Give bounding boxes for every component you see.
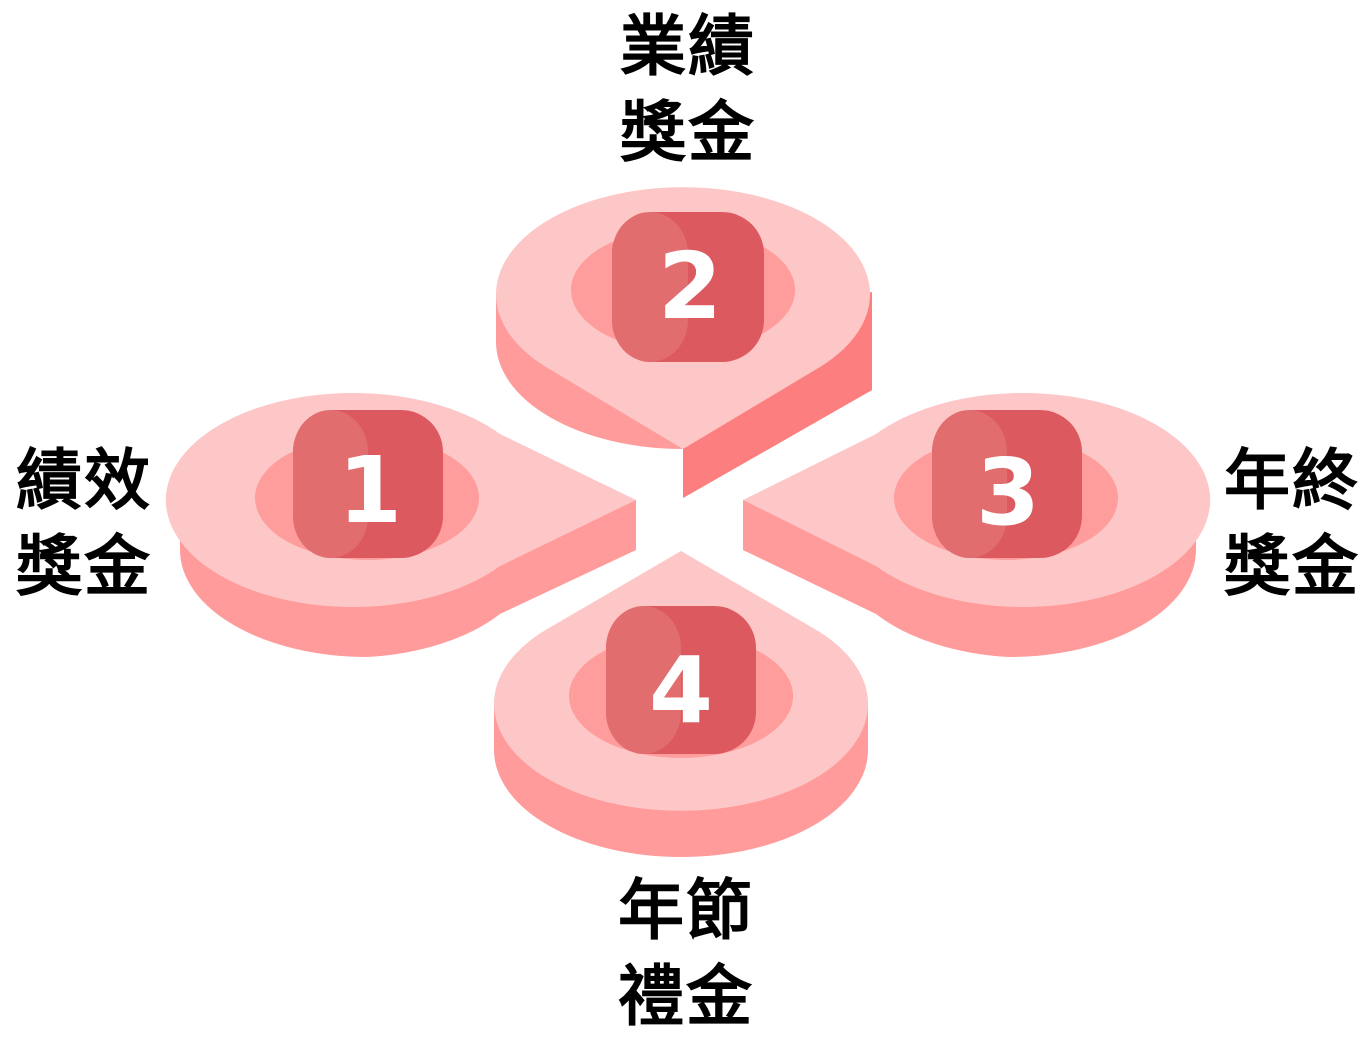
label-1-line2: 獎金 — [16, 528, 152, 605]
label-3-line1: 年終 — [1224, 442, 1360, 519]
pin-3-badge: 3 — [932, 410, 1082, 558]
label-performance-bonus: 績效 獎金 — [4, 438, 164, 610]
pin-3: 3 — [743, 393, 1211, 657]
pin-4: 4 — [494, 551, 868, 857]
label-3-line2: 獎金 — [1224, 528, 1360, 605]
label-4-line2: 禮金 — [618, 958, 754, 1035]
label-2-line1: 業績 — [620, 8, 756, 85]
label-sales-bonus: 業績 獎金 — [608, 4, 768, 176]
pin-4-number: 4 — [649, 637, 713, 744]
pin-3-number: 3 — [976, 439, 1040, 546]
pin-2-number: 2 — [658, 233, 722, 340]
pin-1-badge: 1 — [293, 410, 443, 558]
label-2-line2: 獎金 — [620, 94, 756, 171]
label-1-line1: 績效 — [16, 442, 152, 519]
pin-1: 1 — [165, 393, 637, 657]
label-4-line1: 年節 — [618, 872, 754, 949]
label-year-end-bonus: 年終 獎金 — [1212, 438, 1369, 610]
pin-4-badge: 4 — [606, 606, 756, 754]
pin-2-badge: 2 — [612, 212, 764, 362]
pin-1-number: 1 — [338, 437, 402, 544]
pin-2: 2 — [495, 187, 872, 498]
label-festival-bonus: 年節 禮金 — [606, 868, 766, 1040]
